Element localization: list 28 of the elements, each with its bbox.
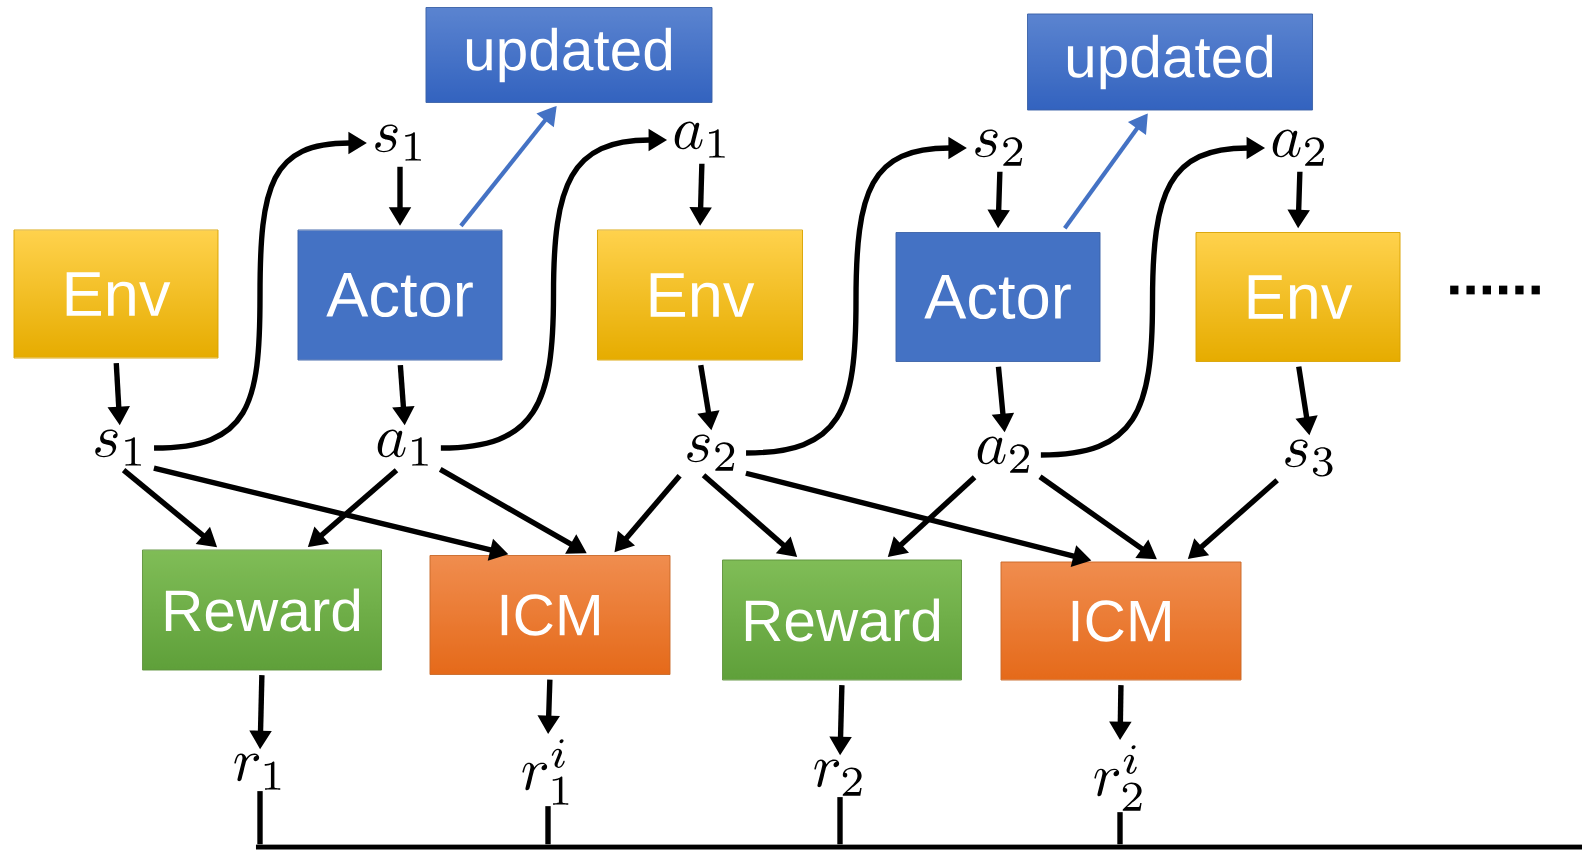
line xyxy=(837,797,843,845)
actor-box: Actor xyxy=(895,232,1101,362)
math-label: $r_2^i$ xyxy=(1094,745,1142,811)
math-label: $s_2$ xyxy=(975,129,1023,166)
math-label: $s_2$ xyxy=(687,434,735,471)
icm-box: ICM xyxy=(1000,561,1242,681)
line xyxy=(1117,812,1123,845)
math-label: $a_2$ xyxy=(977,436,1029,473)
actor-box: Actor xyxy=(297,229,503,361)
math-label: $r_2$ xyxy=(814,759,862,796)
reward-box: Reward xyxy=(722,559,962,681)
math-label: $a_2$ xyxy=(1272,129,1324,166)
line xyxy=(257,791,263,845)
reward-box: Reward xyxy=(142,549,382,671)
math-label: $s_3$ xyxy=(1285,439,1333,477)
env-box: Env xyxy=(597,229,803,361)
math-label: $s_1$ xyxy=(95,429,141,466)
line xyxy=(545,806,551,845)
math-label: $r_1$ xyxy=(234,753,281,790)
updated-box: updated xyxy=(425,7,713,103)
math-label: $s_1$ xyxy=(375,124,421,161)
updated-box: updated xyxy=(1027,13,1313,111)
icm-box: ICM xyxy=(429,555,671,675)
math-label: $r_1^i$ xyxy=(522,739,569,805)
math-label: $a_1$ xyxy=(377,429,428,466)
env-box: Env xyxy=(13,229,219,359)
math-label: $a_1$ xyxy=(674,121,725,158)
env-box: Env xyxy=(1195,232,1401,362)
